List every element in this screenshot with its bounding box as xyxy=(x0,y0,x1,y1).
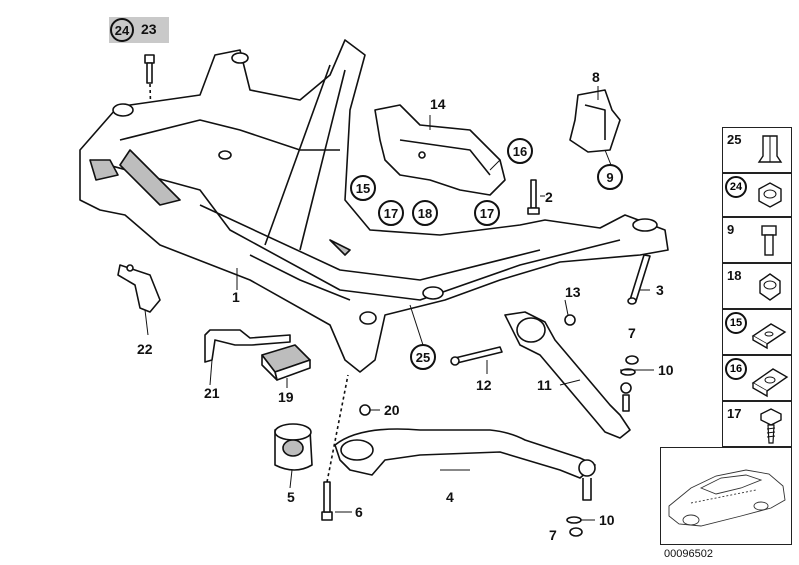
bolt-23-icon xyxy=(144,54,155,84)
hex-nut-icon xyxy=(758,182,782,208)
callout-20[interactable]: 20 xyxy=(384,402,400,418)
legend-number: 9 xyxy=(727,222,735,237)
legend-item-24[interactable]: 24 xyxy=(722,173,792,217)
header-label[interactable]: 23 xyxy=(141,21,157,37)
header-circled-label[interactable]: 24 xyxy=(110,18,134,42)
clip-nut-large-icon xyxy=(751,368,789,398)
callout-10-bottom[interactable]: 10 xyxy=(599,512,615,528)
callout-8[interactable]: 8 xyxy=(592,69,600,85)
legend-item-16[interactable]: 16 xyxy=(722,355,792,401)
callout-14[interactable]: 14 xyxy=(430,96,446,112)
legend-number-circled: 15 xyxy=(725,312,747,334)
legend-item-9[interactable]: 9 xyxy=(722,217,792,263)
callout-7-bottom[interactable]: 7 xyxy=(549,527,557,543)
legend-number: 25 xyxy=(727,132,742,147)
diagram-id: 00096502 xyxy=(664,548,713,560)
callout-10-top[interactable]: 10 xyxy=(658,362,674,378)
callout-16[interactable]: 16 xyxy=(507,138,533,164)
callout-15[interactable]: 15 xyxy=(350,175,376,201)
callout-17-left[interactable]: 17 xyxy=(378,200,404,226)
callout-21[interactable]: 21 xyxy=(204,385,220,401)
legend-item-15[interactable]: 15 xyxy=(722,309,792,355)
legend-item-18[interactable]: 18 xyxy=(722,263,792,309)
vehicle-thumbnail xyxy=(660,447,792,545)
clip-nut-icon xyxy=(751,323,787,350)
callout-13[interactable]: 13 xyxy=(565,284,581,300)
callout-4[interactable]: 4 xyxy=(446,489,454,505)
callout-2[interactable]: 2 xyxy=(545,189,553,205)
callout-25[interactable]: 25 xyxy=(410,344,436,370)
legend-number: 17 xyxy=(727,406,742,421)
callout-22[interactable]: 22 xyxy=(137,341,153,357)
screw-washer-icon xyxy=(760,408,782,444)
callout-7-top[interactable]: 7 xyxy=(628,325,636,341)
callout-1[interactable]: 1 xyxy=(232,289,240,305)
bolt-icon xyxy=(761,225,777,256)
callout-18[interactable]: 18 xyxy=(412,200,438,226)
callout-17-right[interactable]: 17 xyxy=(474,200,500,226)
callout-6[interactable]: 6 xyxy=(355,504,363,520)
callout-3[interactable]: 3 xyxy=(656,282,664,298)
lock-nut-icon xyxy=(759,273,781,301)
legend-number-circled: 16 xyxy=(725,358,747,380)
legend-item-17[interactable]: 17 xyxy=(722,401,792,447)
callout-5[interactable]: 5 xyxy=(287,489,295,505)
callout-11[interactable]: 11 xyxy=(537,377,552,393)
legend-item-25[interactable]: 25 xyxy=(722,127,792,173)
car-outline-icon xyxy=(668,469,786,527)
callout-12[interactable]: 12 xyxy=(476,377,492,393)
callout-9[interactable]: 9 xyxy=(597,164,623,190)
legend-number-circled: 24 xyxy=(725,176,747,198)
legend-number: 18 xyxy=(727,268,742,283)
cap-nut-icon xyxy=(757,135,783,163)
callout-19[interactable]: 19 xyxy=(278,389,294,405)
